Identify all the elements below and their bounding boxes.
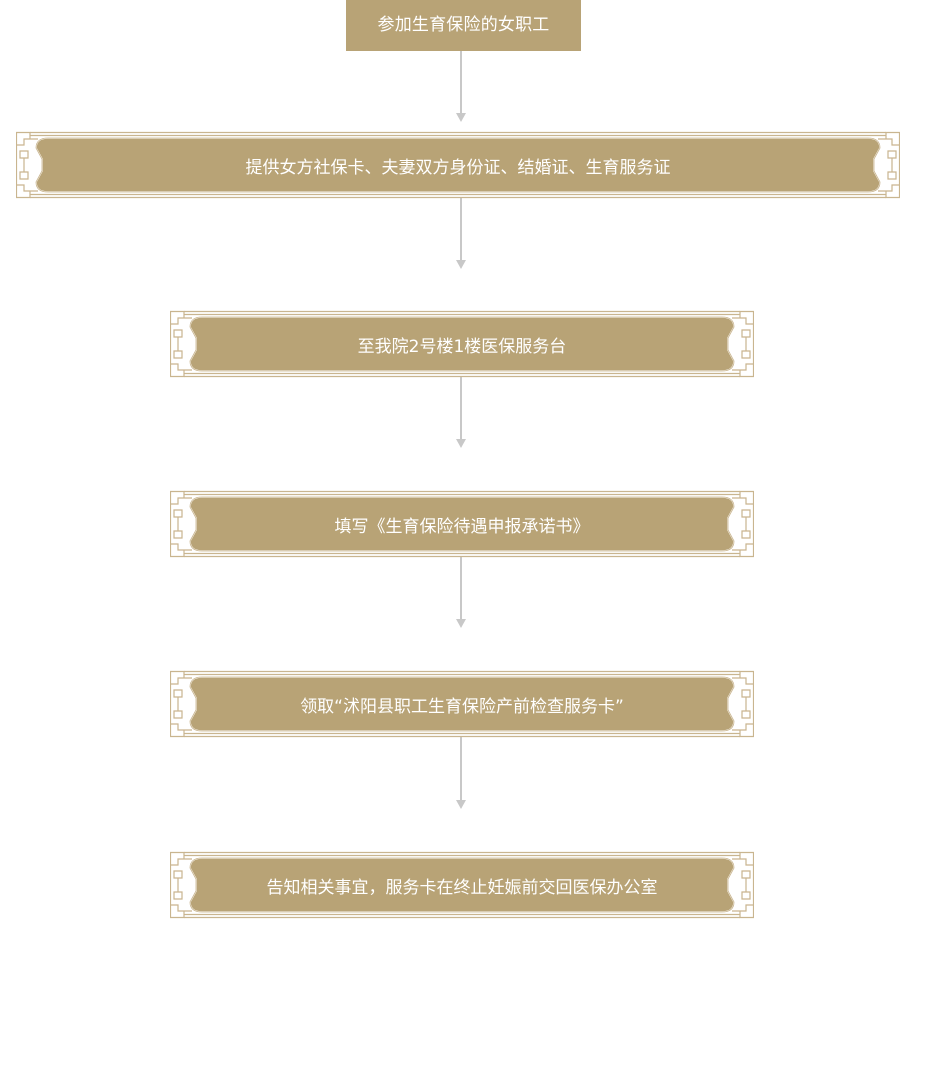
start-node: 参加生育保险的女职工 xyxy=(346,0,581,51)
step-1-label: 提供女方社保卡、夫妻双方身份证、结婚证、生育服务证 xyxy=(245,157,671,178)
step-2-box: 至我院2号楼1楼医保服务台 xyxy=(170,310,754,378)
arrow-down-icon xyxy=(456,113,466,122)
arrow-down-icon xyxy=(456,800,466,809)
frame-ornament xyxy=(16,131,900,199)
start-node-label: 参加生育保险的女职工 xyxy=(377,15,550,35)
connector-start-to-step-1 xyxy=(456,51,466,123)
step-1-box: 提供女方社保卡、夫妻双方身份证、结婚证、生育服务证 xyxy=(16,131,900,199)
frame-ornament xyxy=(170,490,754,558)
arrow-down-icon xyxy=(456,260,466,269)
frame-ornament xyxy=(170,310,754,378)
arrow-down-icon xyxy=(456,439,466,448)
frame-ornament xyxy=(170,851,754,919)
connector-step-4-to-step-5 xyxy=(456,737,466,810)
frame-ornament xyxy=(170,670,754,738)
step-5-label: 告知相关事宜，服务卡在终止妊娠前交回医保办公室 xyxy=(266,877,658,898)
step-4-label: 领取“沭阳县职工生育保险产前检查服务卡” xyxy=(300,696,624,717)
step-2-label: 至我院2号楼1楼医保服务台 xyxy=(357,336,567,357)
step-4-box: 领取“沭阳县职工生育保险产前检查服务卡” xyxy=(170,670,754,738)
arrow-down-icon xyxy=(456,619,466,628)
connector-step-2-to-step-3 xyxy=(456,377,466,449)
step-3-box: 填写《生育保险待遇申报承诺书》 xyxy=(170,490,754,558)
connector-step-3-to-step-4 xyxy=(456,557,466,629)
connector-step-1-to-step-2 xyxy=(456,198,466,270)
step-3-label: 填写《生育保险待遇申报承诺书》 xyxy=(334,516,590,537)
step-5-box: 告知相关事宜，服务卡在终止妊娠前交回医保办公室 xyxy=(170,851,754,919)
